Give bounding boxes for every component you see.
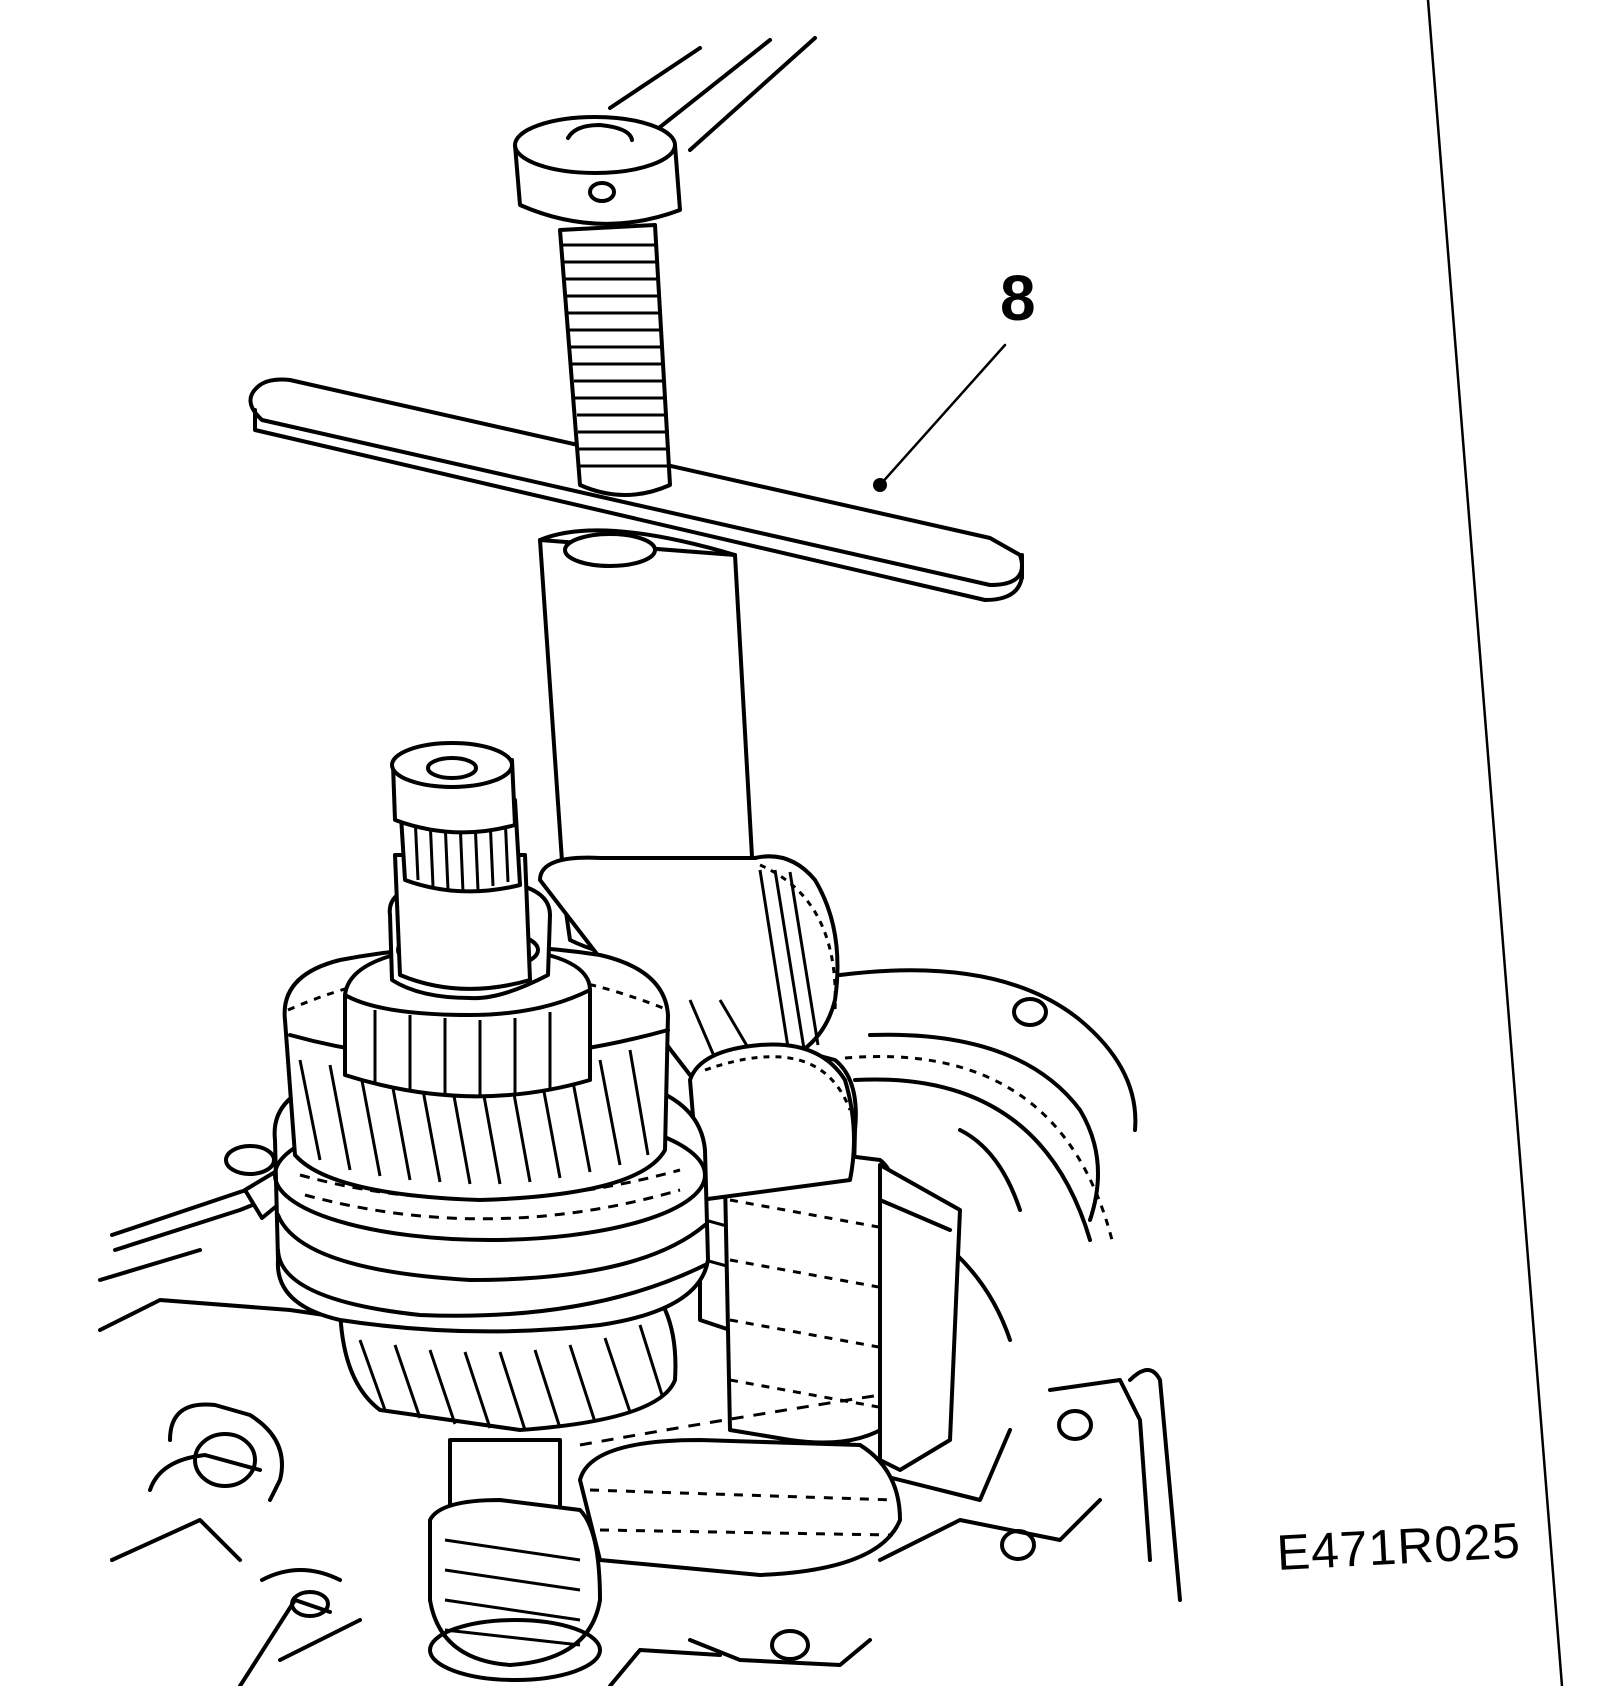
callout-label-8: 8 bbox=[1000, 262, 1036, 334]
callout-leader-8 bbox=[873, 343, 1007, 492]
ring-gear-inner bbox=[853, 1077, 1092, 1242]
threaded-bolt bbox=[513, 115, 682, 497]
figure-code: E471R025 bbox=[1275, 1512, 1523, 1581]
page-edge-line bbox=[1426, 0, 1564, 1686]
input-shaft bbox=[390, 741, 532, 991]
sensor-cable bbox=[110, 1144, 292, 1252]
handle-bars bbox=[608, 36, 817, 152]
drive-gear-middle bbox=[688, 1042, 856, 1202]
lower-shaft bbox=[428, 1438, 602, 1682]
